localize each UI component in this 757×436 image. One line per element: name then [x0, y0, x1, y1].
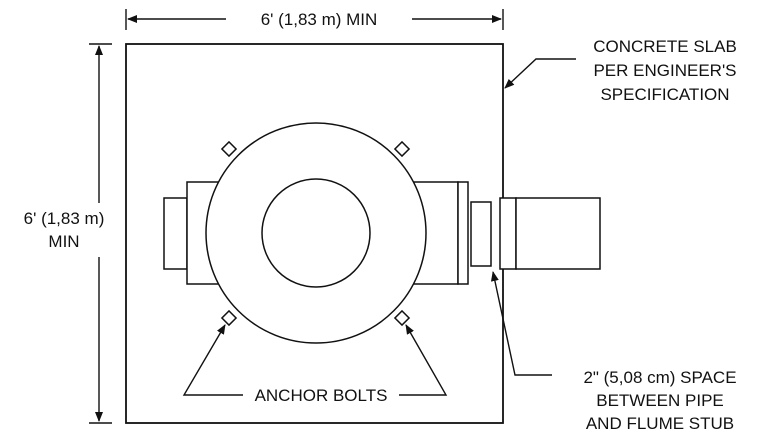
space-label-1: 2" (5,08 cm) SPACE — [583, 368, 736, 387]
slab-label-3: SPECIFICATION — [600, 85, 729, 104]
right-pipe-collar — [499, 197, 517, 270]
anchor-leader-right — [399, 324, 448, 396]
left-dimension-label-1: 6' (1,83 m) — [24, 209, 105, 228]
anchor-bolt-bottom-left — [220, 309, 238, 327]
slab-leader — [504, 58, 576, 89]
anchor-bolt-top-left — [220, 140, 238, 158]
right-pipe — [515, 197, 601, 270]
slab-label-1: CONCRETE SLAB — [593, 37, 737, 56]
anchor-bolt-top-right — [393, 140, 411, 158]
slab-label-2: PER ENGINEER'S — [593, 61, 736, 80]
top-dimension-label: 6' (1,83 m) MIN — [261, 10, 378, 29]
left-dimension-label-2: MIN — [48, 232, 79, 251]
right-stub-flange — [457, 181, 469, 285]
anchor-bolts-label: ANCHOR BOLTS — [255, 386, 388, 405]
anchor-bolt-bottom-right — [393, 309, 411, 327]
space-leader — [490, 271, 552, 376]
left-pipe — [163, 197, 188, 270]
flume-body-inner — [261, 178, 371, 288]
right-pipe-end — [470, 201, 492, 267]
space-label-2: BETWEEN PIPE — [596, 391, 724, 410]
anchor-leader-left — [182, 324, 243, 396]
space-label-3: AND FLUME STUB — [586, 414, 734, 433]
